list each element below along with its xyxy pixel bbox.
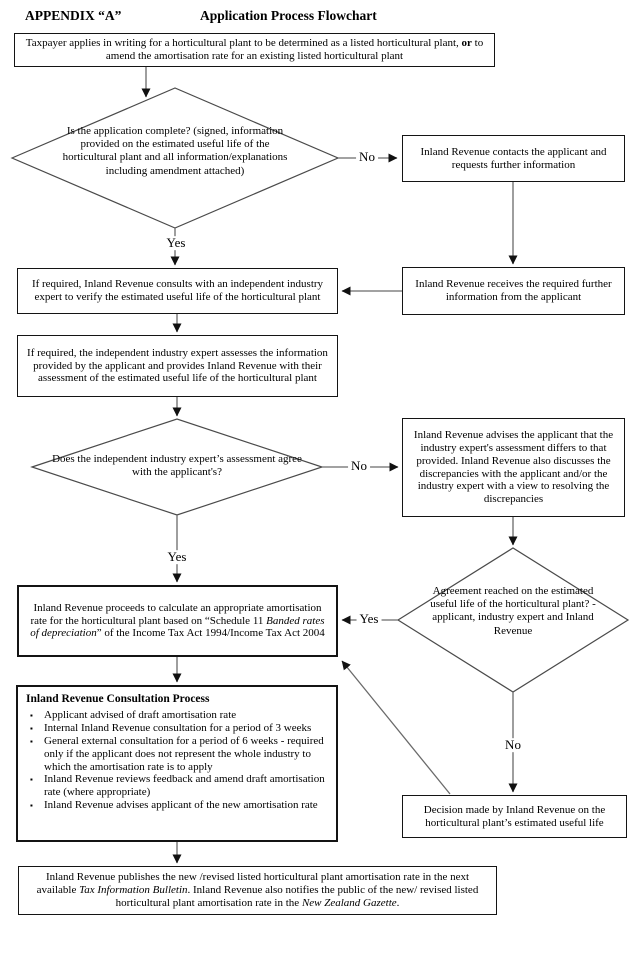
- label-no-agreement: No: [502, 738, 524, 752]
- apply-text-pre: Taxpayer applies in writing for a hortic…: [25, 37, 462, 50]
- application-complete-question: Is the application complete? (signed, in…: [62, 125, 288, 177]
- label-yes-agreement: Yes: [356, 612, 382, 626]
- publish-rate-box: Inland Revenue publishes the new /revise…: [18, 866, 497, 915]
- label-no-agree: No: [348, 459, 370, 473]
- label-no-complete: No: [356, 150, 378, 164]
- consultation-process-title: Inland Revenue Consultation Process: [26, 693, 210, 705]
- publish-text-gazette: New Zealand Gazette: [301, 896, 397, 909]
- apply-text-post: to amend the amortisation rate for an ex…: [105, 37, 484, 62]
- publish-text-2: . Inland Revenue also notifies the publi…: [115, 884, 479, 909]
- publish-text-3: .: [396, 896, 400, 909]
- expert-agree-question: Does the independent industry expert’s a…: [52, 453, 302, 479]
- bullet-icon: ▪: [30, 775, 33, 785]
- decision-made-box: Decision made by Inland Revenue on the h…: [402, 795, 627, 838]
- consultation-bullet: ▪ Inland Revenue reviews feedback and am…: [30, 773, 325, 799]
- consultation-bullet: ▪ Inland Revenue advises applicant of th…: [30, 799, 318, 812]
- appendix-label: APPENDIX “A”: [25, 8, 122, 23]
- advises-discrepancies-box: Inland Revenue advises the applicant tha…: [402, 418, 625, 517]
- bullet-icon: ▪: [30, 710, 33, 720]
- bullet-icon: ▪: [30, 736, 33, 746]
- label-yes-agree: Yes: [164, 550, 190, 564]
- page-title: Application Process Flowchart: [200, 8, 377, 23]
- calculate-text-italic: Banded rates of depreciation: [30, 614, 325, 640]
- apply-text-or: or: [461, 37, 472, 50]
- arrow-decision-to-calculate: [341, 660, 451, 795]
- calculate-text-post: ” of the Income Tax Act 1994/Income Tax …: [96, 627, 325, 640]
- publish-text-tib: Tax Information Bulletin: [79, 884, 188, 897]
- agreement-reached-question: Agreement reached on the estimated usefu…: [430, 585, 596, 637]
- agreement-reached-diamond: [396, 547, 630, 693]
- bullet-icon: ▪: [30, 723, 33, 733]
- consultation-process-box: Inland Revenue Consultation Process ▪ Ap…: [16, 685, 338, 842]
- apply-box: Taxpayer applies in writing for a hortic…: [14, 33, 495, 67]
- consultation-bullet-list: ▪ Applicant advised of draft amortisatio…: [26, 709, 328, 813]
- consultation-bullet: ▪ General external consultation for a pe…: [30, 734, 324, 773]
- contacts-applicant-box: Inland Revenue contacts the applicant an…: [402, 135, 625, 182]
- label-yes-complete: Yes: [163, 236, 189, 250]
- receives-information-box: Inland Revenue receives the required fur…: [402, 267, 625, 315]
- calculate-text-pre: Inland Revenue proceeds to calculate an …: [30, 601, 322, 627]
- consults-expert-box: If required, Inland Revenue consults wit…: [17, 268, 338, 314]
- consultation-bullet: ▪ Applicant advised of draft amortisatio…: [30, 708, 237, 721]
- bullet-icon: ▪: [30, 801, 33, 811]
- consultation-bullet: ▪ Internal Inland Revenue consultation f…: [30, 721, 312, 734]
- expert-assesses-box: If required, the independent industry ex…: [17, 335, 338, 397]
- calculate-rate-box: Inland Revenue proceeds to calculate an …: [17, 585, 338, 657]
- publish-text-1: Inland Revenue publishes the new /revise…: [36, 871, 470, 897]
